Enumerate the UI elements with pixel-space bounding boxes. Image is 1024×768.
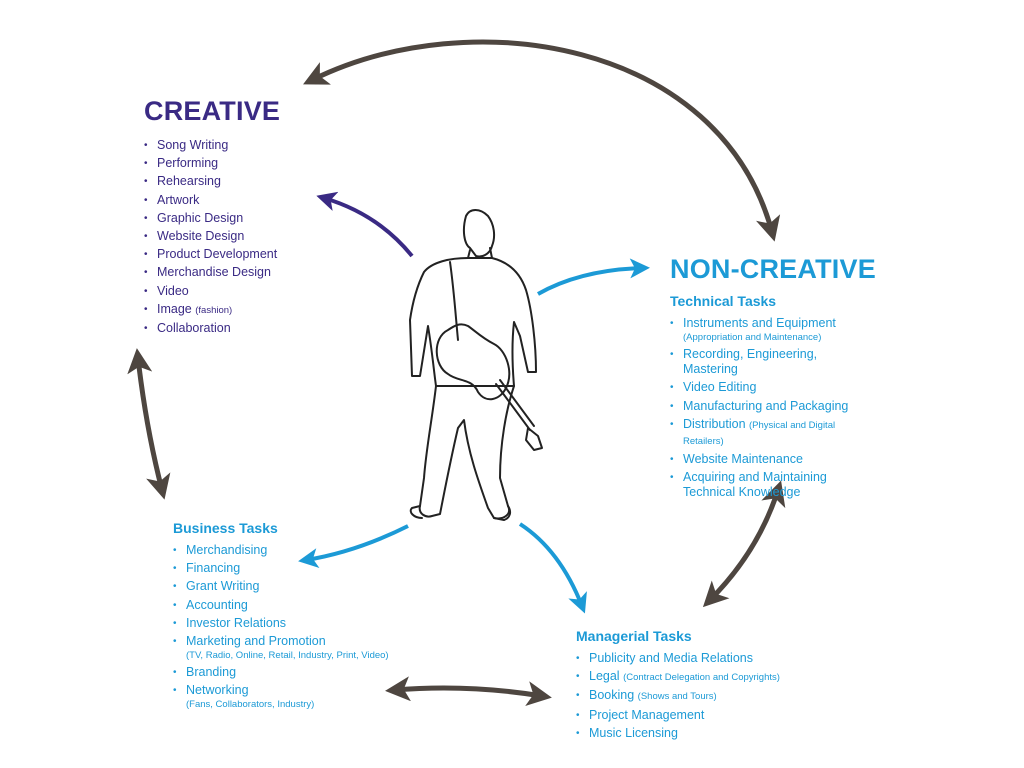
task-item: Booking (Shows and Tours)	[576, 688, 876, 704]
task-label: Investor Relations	[186, 615, 287, 630]
task-item: Manufacturing and Packaging	[670, 399, 855, 414]
task-detail: (Fans, Collaborators, Industry)	[186, 699, 315, 711]
task-item: Merchandising	[173, 543, 453, 558]
task-item: Accounting	[173, 598, 453, 613]
task-detail: (TV, Radio, Online, Retail, Industry, Pr…	[186, 649, 389, 661]
task-note: (fashion)	[195, 304, 233, 316]
task-label: Instruments and Equipment	[683, 316, 836, 330]
arrow-right-arc	[702, 480, 786, 608]
task-label: Networking	[186, 683, 249, 698]
task-item: Collaboration	[144, 321, 384, 336]
business-task-list: MerchandisingFinancingGrant WritingAccou…	[173, 543, 453, 711]
task-note: (Shows and Tours)	[637, 691, 717, 703]
task-item: Video Editing	[670, 380, 855, 395]
task-label: Merchandise Design	[157, 265, 271, 280]
managerial-section: Managerial Tasks Publicity and Media Rel…	[576, 629, 876, 744]
task-label: Booking	[589, 688, 635, 703]
task-label: Product Development	[157, 247, 278, 262]
task-item: Branding	[173, 665, 453, 680]
task-item: Investor Relations	[173, 616, 453, 631]
task-item: Acquiring and Maintaining Technical Know…	[670, 470, 855, 500]
task-label: Grant Writing	[186, 579, 260, 594]
task-item: Image (fashion)	[144, 302, 384, 318]
task-label: Website Design	[157, 228, 245, 243]
task-note: (Physical and Digital Retailers)	[683, 419, 836, 447]
creative-title: CREATIVE	[144, 96, 281, 126]
task-item: Artwork	[144, 193, 384, 208]
task-item: Networking(Fans, Collaborators, Industry…	[173, 683, 453, 711]
task-item: Merchandise Design	[144, 265, 384, 280]
task-label: Website Maintenance	[683, 451, 803, 466]
task-label: Project Management	[589, 707, 705, 722]
task-item: Recording, Engineering, Mastering	[670, 347, 855, 377]
arrow-to-noncreative	[537, 258, 650, 296]
noncreative-title: NON-CREATIVE	[670, 254, 876, 284]
guitarist-figure-icon	[409, 209, 543, 521]
managerial-task-list: Publicity and Media RelationsLegal (Cont…	[576, 651, 876, 741]
creative-task-list: Song WritingPerformingRehearsingArtworkG…	[144, 138, 384, 336]
task-label: Rehearsing	[157, 174, 221, 189]
task-item: Project Management	[576, 708, 876, 723]
task-item: Video	[144, 284, 384, 299]
business-tasks-title: Business Tasks	[173, 520, 278, 536]
task-label: Video	[157, 283, 189, 298]
task-label: Acquiring and Maintaining Technical Know…	[683, 470, 827, 500]
technical-task-list: Instruments and Equipment (Appropriation …	[670, 316, 855, 500]
task-item: Instruments and Equipment (Appropriation …	[670, 316, 855, 344]
task-label: Legal	[589, 669, 620, 684]
task-item: Performing	[144, 156, 384, 171]
task-item: Music Licensing	[576, 726, 876, 741]
task-label: Publicity and Media Relations	[589, 651, 753, 665]
task-label: Image	[157, 301, 192, 316]
technical-tasks-title: Technical Tasks	[670, 293, 777, 309]
arrow-left-arc	[127, 348, 171, 500]
task-label: Marketing and Promotion	[186, 633, 326, 648]
managerial-tasks-title: Managerial Tasks	[576, 628, 692, 644]
arrow-top-arc	[303, 39, 781, 242]
arrow-to-managerial	[518, 522, 587, 614]
task-label: Song Writing	[157, 138, 229, 152]
task-item: Marketing and Promotion(TV, Radio, Onlin…	[173, 634, 453, 662]
task-item: Rehearsing	[144, 174, 384, 189]
task-item: Distribution (Physical and Digital Retai…	[670, 417, 855, 449]
task-label: Video Editing	[683, 380, 757, 395]
task-label: Collaboration	[157, 320, 231, 335]
task-label: Performing	[157, 156, 219, 171]
task-item: Legal (Contract Delegation and Copyright…	[576, 669, 876, 685]
task-label: Branding	[186, 665, 237, 680]
task-label: Financing	[186, 561, 241, 576]
task-note: (Contract Delegation and Copyrights)	[623, 672, 780, 684]
task-label: Recording, Engineering, Mastering	[683, 347, 818, 377]
task-label: Merchandising	[186, 543, 268, 557]
task-item: Graphic Design	[144, 211, 384, 226]
task-item: Website Design	[144, 229, 384, 244]
business-section: Business Tasks MerchandisingFinancingGra…	[173, 521, 453, 715]
task-item: Grant Writing	[173, 579, 453, 594]
task-item: Song Writing	[144, 138, 384, 153]
creative-section: CREATIVE Song WritingPerformingRehearsin…	[144, 98, 384, 339]
task-label: Distribution	[683, 416, 746, 431]
noncreative-section: NON-CREATIVE Technical Tasks Instruments…	[670, 256, 970, 503]
task-label: Music Licensing	[589, 725, 678, 740]
task-item: Publicity and Media Relations	[576, 651, 876, 666]
task-label: Accounting	[186, 597, 248, 612]
task-label: Graphic Design	[157, 210, 244, 225]
task-detail: (Appropriation and Maintenance)	[683, 332, 822, 343]
task-label: Artwork	[157, 192, 200, 207]
task-item: Website Maintenance	[670, 452, 855, 467]
task-item: Product Development	[144, 247, 384, 262]
task-item: Financing	[173, 561, 453, 576]
task-label: Manufacturing and Packaging	[683, 398, 849, 413]
